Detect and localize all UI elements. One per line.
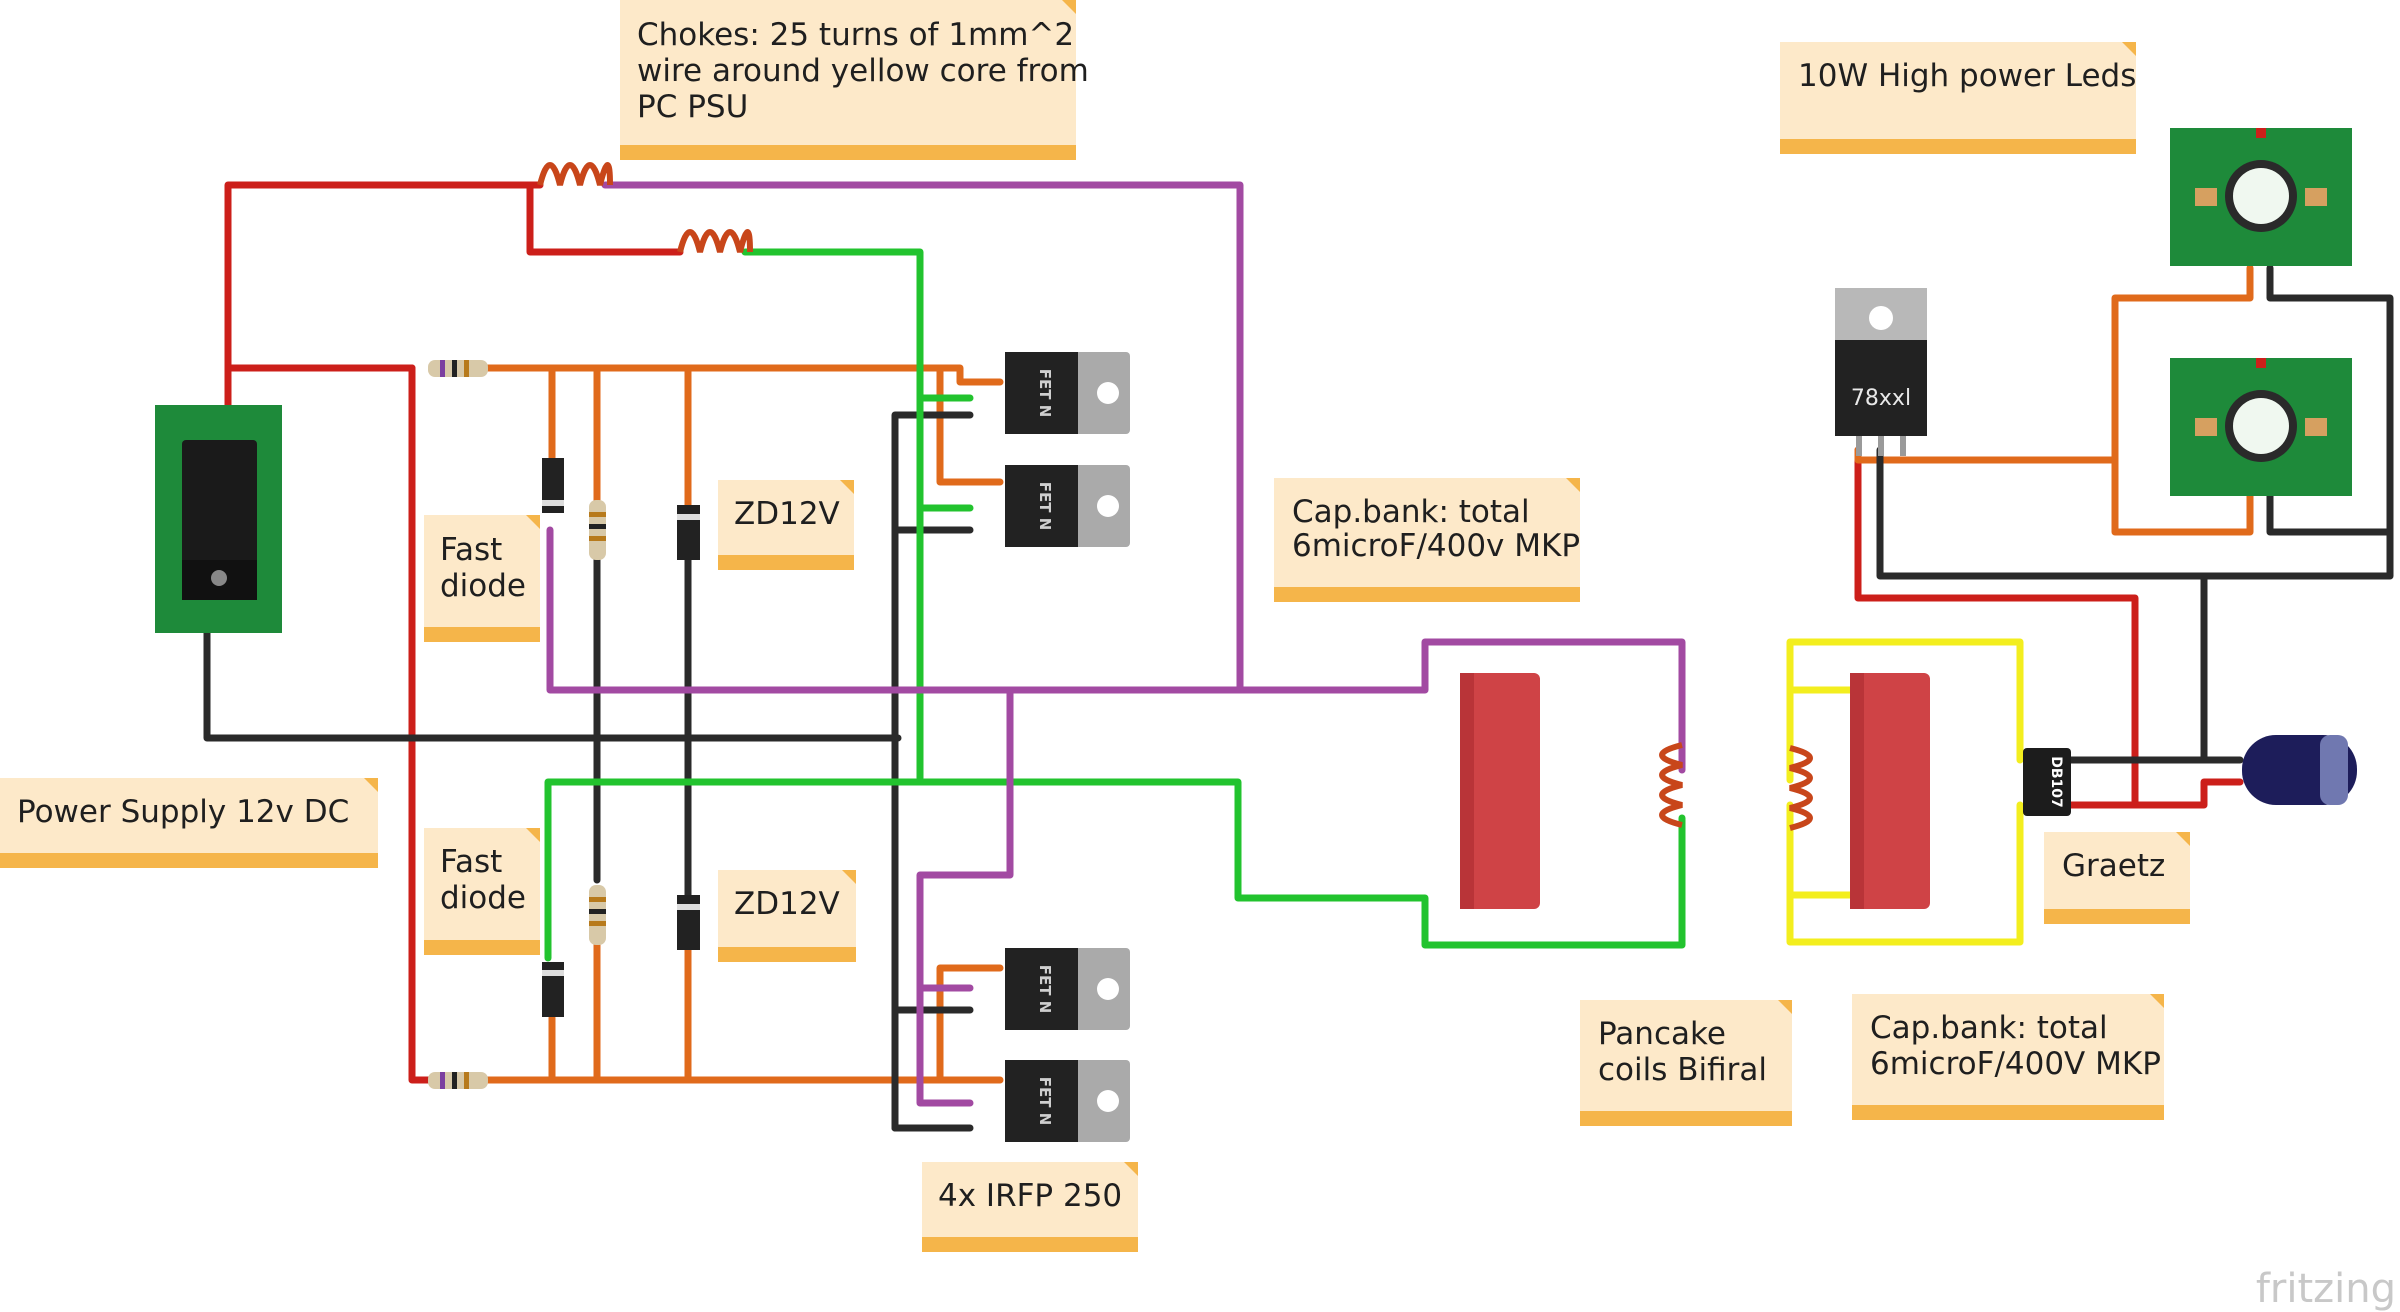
note-zd-top: ZD12V bbox=[718, 480, 854, 570]
mosfet-4-label: FET N bbox=[1036, 1077, 1054, 1126]
note-capbank-secondary: Cap.bank: total 6microF/400V MKP bbox=[1852, 994, 2164, 1120]
orange-wire-led2 bbox=[2111, 456, 2254, 536]
green-wire-choke2 bbox=[741, 248, 924, 782]
note-graetz-line-1: Graetz bbox=[2062, 848, 2165, 884]
wires bbox=[203, 181, 2394, 1132]
pancake-coil-primary bbox=[1659, 742, 1683, 828]
mosfet-4: FET N bbox=[1005, 1060, 1130, 1142]
gate-resistor-bottom bbox=[428, 1072, 488, 1089]
orange-wire-gate-top2 bbox=[936, 364, 1004, 486]
note-irfp-line-1: 4x IRFP 250 bbox=[938, 1178, 1122, 1214]
high-power-led-2 bbox=[2170, 358, 2352, 496]
note-leds: 10W High power Leds bbox=[1780, 42, 2136, 154]
note-chokes-line-2: wire around yellow core from bbox=[637, 53, 1089, 89]
note-chokes: Chokes: 25 turns of 1mm^2 wire around ye… bbox=[620, 0, 1089, 160]
note-capbank-primary-line-2: 6microF/400v MKP bbox=[1292, 528, 1580, 564]
regulator-label: 78xxl bbox=[1851, 386, 1911, 411]
note-zd-bottom-line-1: ZD12V bbox=[734, 886, 840, 922]
note-fast-diode-bottom-line-2: diode bbox=[440, 880, 526, 916]
mosfet-3: FET N bbox=[1005, 948, 1130, 1030]
mosfet-3-label: FET N bbox=[1036, 965, 1054, 1014]
fast-diode-bottom-component bbox=[542, 962, 564, 1017]
red-wire-ecap bbox=[2044, 778, 2244, 809]
black-wire-led-gnd bbox=[2266, 488, 2394, 536]
fast-diode-top-component bbox=[542, 458, 564, 513]
orange-wire-gate-bottom bbox=[484, 964, 1004, 1084]
zener-bottom-component bbox=[677, 895, 700, 950]
black-wire-reg-gnd bbox=[1876, 264, 2394, 580]
pulldown-resistor-top bbox=[589, 500, 606, 560]
note-pancake: Pancake coils Bifiral bbox=[1580, 1000, 1792, 1126]
mosfet-2: FET N bbox=[1005, 465, 1130, 547]
note-fast-diode-top-line-2: diode bbox=[440, 568, 526, 604]
mosfet-1-label: FET N bbox=[1036, 369, 1054, 418]
orange-wire-reg-out bbox=[1854, 264, 2254, 464]
mosfet-1: FET N bbox=[1005, 352, 1130, 434]
note-capbank-secondary-line-2: 6microF/400V MKP bbox=[1870, 1046, 2161, 1082]
purple-wire-mid bbox=[916, 686, 1014, 1107]
yellow-wires bbox=[1786, 638, 2024, 946]
note-fast-diode-top: Fast diode bbox=[424, 515, 540, 642]
yellow-wire-top bbox=[1786, 638, 2024, 784]
voltage-regulator: 78xxl bbox=[1835, 288, 1927, 456]
note-zd-bottom: ZD12V bbox=[718, 870, 856, 962]
choke-2 bbox=[677, 229, 753, 253]
note-fast-diode-top-line-1: Fast bbox=[440, 532, 502, 568]
note-fast-diode-bottom-line-1: Fast bbox=[440, 844, 502, 880]
green-wires bbox=[544, 248, 1686, 962]
note-capbank-secondary-line-1: Cap.bank: total bbox=[1870, 1010, 2108, 1046]
fritzing-logo: fritzing bbox=[2256, 1266, 2396, 1312]
note-pancake-line-2: coils Bifiral bbox=[1598, 1052, 1767, 1088]
yellow-wire-bottom bbox=[1786, 801, 2024, 946]
note-chokes-line-3: PC PSU bbox=[637, 89, 748, 125]
note-zd-top-line-1: ZD12V bbox=[734, 496, 840, 532]
capacitor-bank-secondary bbox=[1850, 673, 1930, 909]
note-graetz: Graetz bbox=[2044, 832, 2190, 924]
green-wire-bottom bbox=[544, 778, 1686, 962]
red-wire-gate-bottom bbox=[408, 364, 434, 1084]
high-power-led-1 bbox=[2170, 128, 2352, 266]
orange-wire-gate-top bbox=[484, 364, 1004, 386]
purple-wire-choke1 bbox=[601, 181, 1244, 694]
note-power-supply: Power Supply 12v DC bbox=[0, 778, 378, 868]
purple-wires bbox=[546, 181, 1686, 1107]
note-capbank-primary: Cap.bank: total 6microF/400v MKP bbox=[1274, 478, 1580, 602]
capacitor-bank-primary bbox=[1460, 673, 1540, 909]
red-wire-choke1 bbox=[224, 181, 544, 414]
note-chokes-line-1: Chokes: 25 turns of 1mm^2 bbox=[637, 17, 1074, 53]
red-wires bbox=[224, 181, 2244, 1084]
mosfet-2-label: FET N bbox=[1036, 482, 1054, 531]
red-wire-choke2 bbox=[526, 181, 684, 256]
gate-resistor-top bbox=[428, 360, 488, 377]
black-wire-psu-gnd bbox=[203, 624, 902, 742]
note-leds-line-1: 10W High power Leds bbox=[1798, 58, 2136, 94]
choke-1 bbox=[537, 162, 613, 186]
dc-jack bbox=[155, 405, 282, 633]
purple-wire-main bbox=[546, 526, 1686, 774]
orange-wires bbox=[484, 264, 2254, 1084]
note-irfp: 4x IRFP 250 bbox=[922, 1162, 1138, 1252]
pancake-coil-secondary bbox=[1789, 745, 1813, 831]
black-wire-bridge-gnd bbox=[2044, 572, 2208, 764]
black-wires bbox=[203, 264, 2394, 1132]
black-wire-mosfet-src bbox=[891, 411, 974, 1132]
zener-top-component bbox=[677, 505, 700, 560]
bridge-rectifier: DB107 bbox=[2023, 748, 2071, 816]
bridge-label: DB107 bbox=[2048, 756, 2064, 808]
electrolytic-capacitor bbox=[2242, 735, 2357, 805]
note-capbank-primary-line-1: Cap.bank: total bbox=[1292, 494, 1530, 530]
note-fast-diode-bottom: Fast diode bbox=[424, 828, 540, 955]
note-power-supply-line-1: Power Supply 12v DC bbox=[17, 794, 349, 830]
pulldown-resistor-bottom bbox=[589, 885, 606, 945]
note-pancake-line-1: Pancake bbox=[1598, 1016, 1726, 1052]
